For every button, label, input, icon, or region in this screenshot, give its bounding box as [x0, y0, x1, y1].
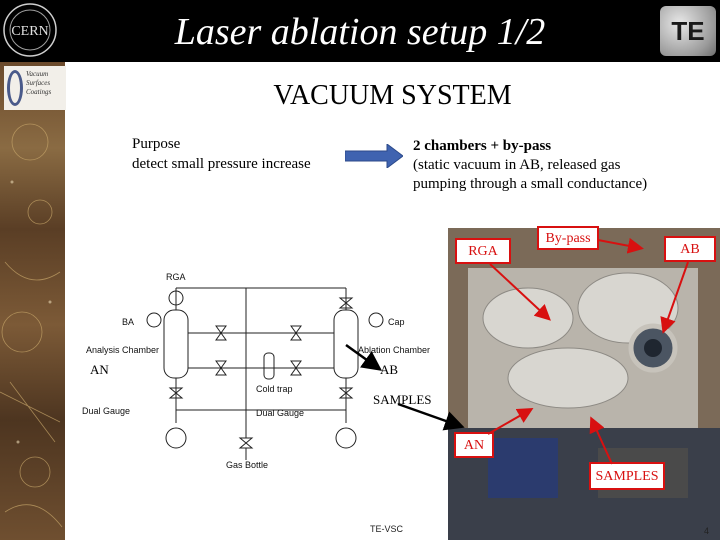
section-subtitle: VACUUM SYSTEM	[273, 80, 512, 111]
strip-texture	[0, 123, 63, 528]
vacuum-logo-ring-icon	[7, 70, 23, 106]
te-logo: TE	[660, 6, 716, 56]
callout-rga: RGA	[455, 238, 511, 264]
callout-ab: AB	[664, 236, 716, 262]
schematic-label-ba: BA	[122, 317, 135, 327]
slide-title: Laser ablation setup 1/2	[174, 11, 546, 53]
chambers-line-2: pumping through a small conductance)	[413, 176, 648, 192]
mini-logo-line-1: Vacuum	[26, 70, 49, 78]
vacuum-schematic: RGA BA Cap Analysis Chamber Ablation Cha…	[66, 248, 456, 486]
chambers-heading: 2 chambers + by-pass	[413, 138, 552, 154]
mini-logo-line-3: Coatings	[26, 88, 52, 96]
callout-samples: SAMPLES	[589, 462, 665, 490]
chambers-line-1: (static vacuum in AB, released gas	[413, 157, 621, 173]
label-samples-schematic: SAMPLES	[373, 392, 432, 407]
schematic-label-cap: Cap	[388, 317, 405, 327]
schematic-label-dual-gauge-mid: Dual Gauge	[256, 408, 305, 418]
page-number: 4	[704, 526, 710, 536]
schematic-label-cold-trap: Cold trap	[256, 384, 293, 394]
cern-logo: CERN	[2, 2, 58, 58]
purpose-heading: Purpose	[132, 136, 181, 152]
cern-logo-text: CERN	[11, 24, 48, 39]
te-logo-text: TE	[660, 6, 716, 56]
callout-bypass: By-pass	[537, 226, 599, 250]
purpose-text: detect small pressure increase	[132, 156, 311, 172]
schematic-label-gas-bottle: Gas Bottle	[226, 460, 269, 470]
left-decorative-strip	[0, 62, 65, 540]
title-bar	[0, 0, 720, 62]
mini-logo-line-2: Surfaces	[26, 79, 51, 87]
schematic-label-rga: RGA	[166, 272, 186, 282]
callout-an: AN	[454, 432, 494, 458]
vacuum-group-logo: Vacuum Surfaces Coatings	[4, 66, 66, 110]
schematic-label-analysis-chamber: Analysis Chamber	[86, 345, 160, 355]
right-arrow-icon	[345, 144, 403, 168]
schematic-label-dual-gauge-left: Dual Gauge	[82, 406, 131, 416]
label-an-schematic: AN	[90, 362, 109, 377]
label-ab-schematic: AB	[380, 362, 399, 377]
footer-text: TE-VSC	[370, 524, 404, 534]
apparatus-photo	[448, 228, 720, 540]
schematic-label-ablation-chamber: Ablation Chamber	[358, 345, 431, 355]
